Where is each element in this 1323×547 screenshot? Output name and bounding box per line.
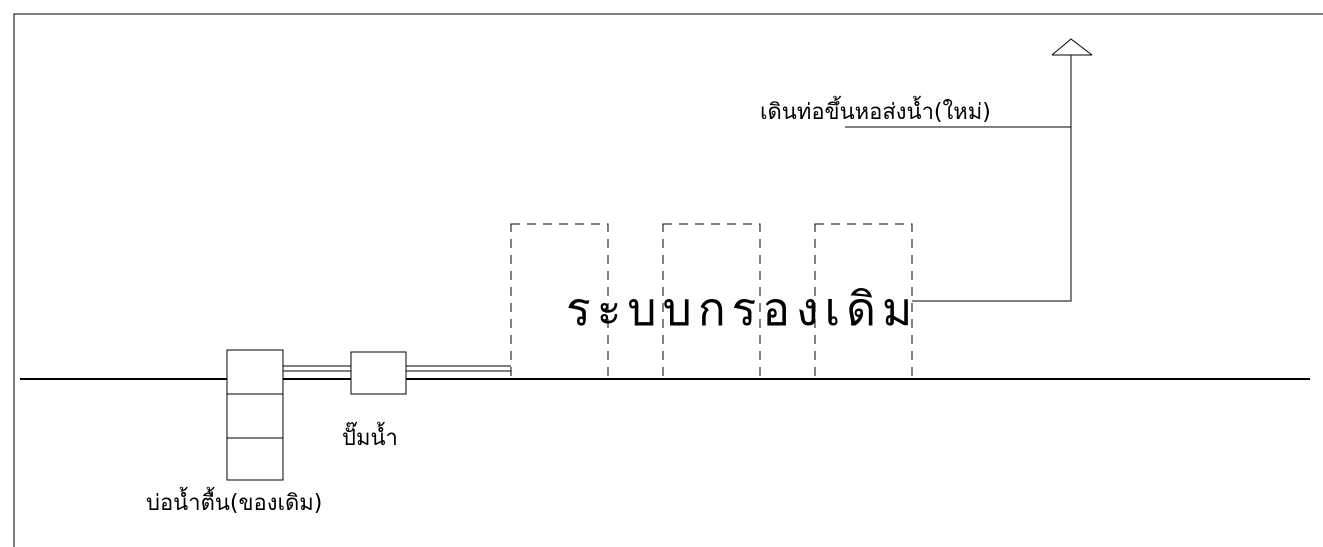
filter-tank-2 xyxy=(662,223,761,380)
arrow-head xyxy=(1051,38,1093,56)
riser-pipe xyxy=(845,38,1093,302)
pipe-pump-to-filter xyxy=(406,365,511,372)
filter-system-label: ระบบกรองเดิม xyxy=(566,282,919,336)
well-box-middle xyxy=(226,393,284,439)
shallow-well xyxy=(226,349,284,481)
frame-border xyxy=(13,13,1323,547)
well-box-bottom xyxy=(226,437,284,481)
shallow-well-label: บ่อน้ำตื้น(ของเดิม) xyxy=(146,491,323,516)
pipe-well-to-pump xyxy=(283,365,351,372)
pump-label: ปั๊มน้ำ xyxy=(342,426,398,451)
filter-tank-1 xyxy=(510,223,609,380)
pump-box xyxy=(350,351,407,395)
well-box-top xyxy=(226,349,284,395)
filter-tank-3 xyxy=(814,223,913,380)
pipe-to-tower-label: เดินท่อขึ้นหอส่งน้ำ(ใหม่) xyxy=(760,100,991,125)
filter-tanks xyxy=(510,223,913,380)
